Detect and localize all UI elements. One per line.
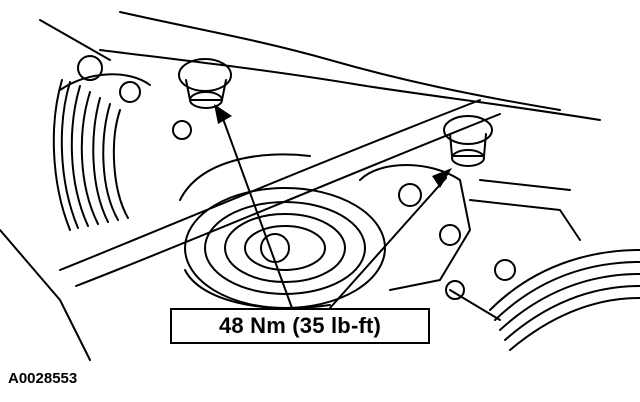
leader-arrowheads bbox=[214, 104, 452, 188]
leader-lines bbox=[221, 115, 447, 309]
upper-housing bbox=[39, 11, 601, 121]
tensioner-bracket bbox=[359, 164, 581, 321]
torque-spec-label: 48 Nm (35 lb-ft) bbox=[218, 313, 382, 338]
figure-id-label: A0028553 bbox=[8, 370, 78, 387]
drive-belt bbox=[59, 99, 501, 287]
torque-callout: 48 Nm (35 lb-ft) bbox=[170, 308, 430, 344]
torque-bolt-left bbox=[178, 58, 232, 109]
left-pulley bbox=[0, 79, 129, 361]
tensioner-pulley bbox=[179, 153, 386, 310]
right-pulley bbox=[489, 249, 640, 351]
torque-bolt-right bbox=[443, 115, 493, 167]
